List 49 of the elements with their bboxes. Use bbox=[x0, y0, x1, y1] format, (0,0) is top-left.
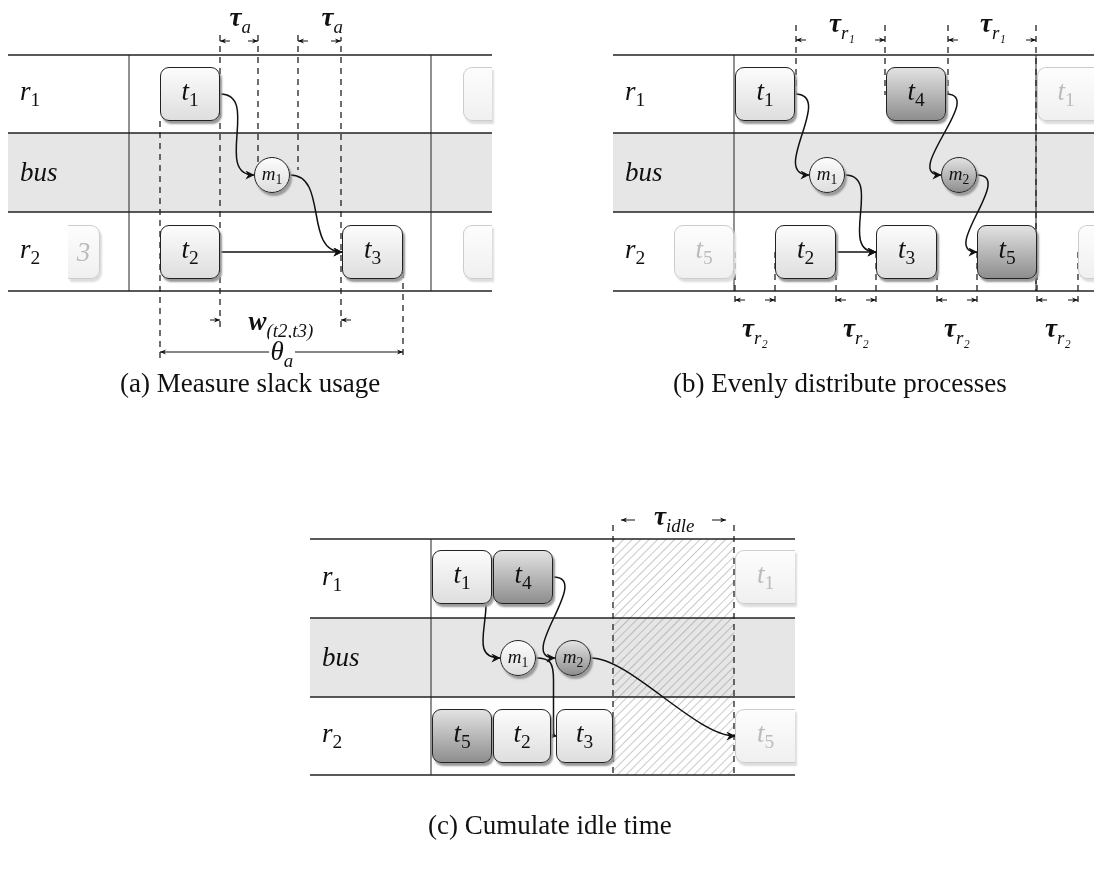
task-box: t$_{2}$ bbox=[160, 225, 220, 279]
connector-arrow bbox=[835, 247, 877, 257]
task-box: t$_{3}$ bbox=[876, 225, 937, 279]
task-box: t$_{2}$ bbox=[493, 709, 551, 763]
message-circle: m$_{2}$ bbox=[555, 640, 591, 676]
connector-arrow bbox=[965, 174, 989, 255]
row-label: r$_{2}$ bbox=[20, 234, 41, 269]
row-label: bus bbox=[20, 157, 58, 188]
faded-task-box bbox=[463, 225, 492, 279]
connector-arrow bbox=[219, 247, 343, 257]
bus-band bbox=[613, 133, 1094, 212]
row-label: r$_{1}$ bbox=[625, 77, 646, 111]
subfigure-caption: (b) Evenly distribute processes bbox=[671, 370, 1009, 397]
row-label: bus bbox=[322, 642, 360, 673]
connector-arrow bbox=[794, 93, 810, 178]
faded-task-box: t$_{1}$ bbox=[1037, 67, 1094, 121]
connector-arrow bbox=[219, 93, 255, 178]
connector-arrow bbox=[482, 603, 501, 662]
task-box: t$_{5}$ bbox=[977, 225, 1037, 279]
faded-task-box: t$_{1}$ bbox=[735, 550, 795, 604]
task-box: t$_{2}$ bbox=[775, 225, 836, 279]
message-circle: m$_{1}$ bbox=[254, 157, 290, 193]
faded-task-box bbox=[1078, 225, 1094, 279]
task-box: t$_{3}$ bbox=[556, 709, 613, 763]
task-box: t$_{3}$ bbox=[342, 225, 403, 279]
connector-arrow bbox=[535, 657, 557, 740]
faded-task-box bbox=[463, 67, 492, 121]
subfigure-caption: (c) Cumulate idle time bbox=[426, 812, 674, 839]
task-box: t$_{5}$ bbox=[432, 709, 492, 763]
row-label: r$_{2}$ bbox=[322, 719, 343, 753]
connector-arrow bbox=[590, 657, 736, 740]
connector-arrow bbox=[929, 93, 958, 178]
task-box: t$_{1}$ bbox=[735, 67, 795, 121]
bus-band bbox=[8, 133, 492, 212]
message-circle: m$_{1}$ bbox=[809, 157, 845, 193]
task-box: t$_{1}$ bbox=[432, 550, 492, 604]
row-label: r$_{2}$ bbox=[625, 234, 646, 269]
row-label: bus bbox=[625, 157, 663, 188]
faded-task-box: 3 bbox=[68, 225, 100, 279]
faded-task-box: t$_{5}$ bbox=[674, 225, 734, 279]
row-label: r$_{1}$ bbox=[322, 561, 343, 596]
message-circle: m$_{2}$ bbox=[941, 157, 977, 193]
task-box: t$_{4}$ bbox=[886, 67, 946, 121]
subfigure-caption: (a) Measure slack usage bbox=[118, 370, 383, 397]
task-box: t$_{4}$ bbox=[493, 550, 553, 604]
message-circle: m$_{1}$ bbox=[500, 640, 536, 676]
row-label: r$_{1}$ bbox=[20, 77, 41, 111]
task-box: t$_{1}$ bbox=[160, 67, 220, 121]
faded-task-box: t$_{5}$ bbox=[735, 709, 795, 763]
